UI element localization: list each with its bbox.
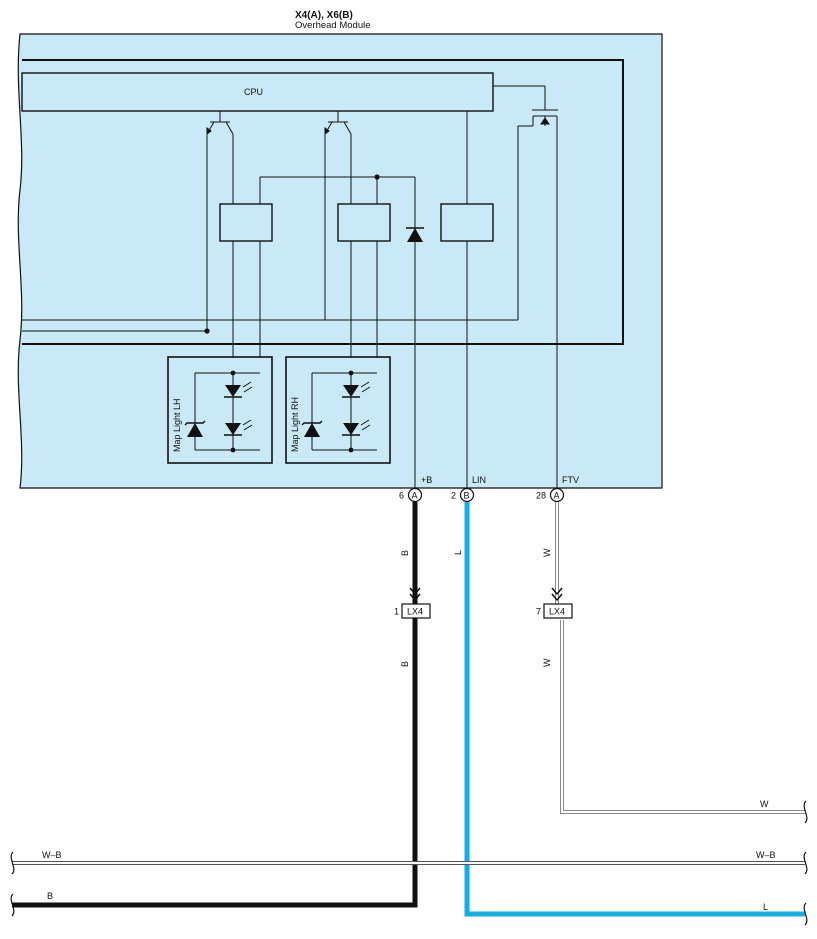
connector-title: X4(A), X6(B)	[295, 10, 353, 21]
zener-diode-icon	[184, 420, 206, 437]
pin-name-b-plus: +B	[421, 475, 432, 485]
pin-number-ftv: 28	[536, 491, 546, 501]
wire-ftv-lower-core	[561, 620, 805, 813]
module-name: Overhead Module	[295, 20, 371, 31]
svg-text:B: B	[464, 491, 470, 501]
inline-connector-left-name: LX4	[407, 607, 423, 617]
wire-label-b-lower: B	[400, 661, 410, 667]
cpu-label: CPU	[244, 87, 263, 97]
lin-transceiver-block	[440, 203, 494, 242]
internal-wiring	[22, 85, 558, 489]
junction-dot	[230, 370, 236, 376]
inline-connector-right: LX4	[543, 587, 573, 619]
inline-connector-right-pin: 7	[536, 607, 541, 617]
pin-number-b-plus: 6	[399, 491, 404, 501]
map-light-lh-circuit	[194, 372, 260, 451]
control-unit-frame	[22, 59, 624, 345]
transistor-left	[206, 111, 234, 331]
led-icon	[224, 381, 253, 398]
wire-label-bus-wb-left: W–B	[42, 850, 62, 860]
junction-dot	[348, 447, 354, 453]
led-icon	[342, 381, 371, 398]
led-icon	[342, 419, 371, 436]
wire-b	[12, 502, 418, 908]
svg-text:A: A	[412, 491, 418, 501]
inline-connector-right-name: LX4	[549, 607, 565, 617]
pin-circle-lin: B	[459, 487, 475, 503]
diode-b-plus	[406, 227, 424, 242]
wire-ftv-lower	[560, 620, 805, 814]
transistor-right	[324, 111, 352, 320]
map-light-rh-label: Map Light RH	[290, 397, 300, 452]
wire-label-ftv-lower: W	[542, 658, 552, 667]
map-light-rh-box	[285, 356, 391, 464]
map-light-lh-label: Map Light LH	[172, 398, 182, 452]
pin-number-lin: 2	[451, 491, 456, 501]
wire-lin	[464, 502, 805, 917]
wire-label-lin: L	[453, 550, 463, 555]
pin-name-ftv: FTV	[562, 475, 579, 485]
junction-dot	[204, 328, 210, 334]
map-light-lh-box	[167, 356, 273, 464]
junction-dot	[374, 174, 380, 180]
pin-circle-b-plus: A	[407, 487, 423, 503]
driver-block-left	[219, 203, 273, 242]
wire-label-ftv-upper: W	[542, 548, 552, 557]
junction-dot	[348, 370, 354, 376]
wire-label-bus-w: W	[760, 799, 769, 809]
cpu-block	[21, 72, 494, 112]
wire-break-icon	[10, 800, 808, 926]
wire-label-bus-wb-right: W–B	[756, 850, 776, 860]
inline-connector-left-pin: 1	[394, 607, 399, 617]
junction-dot	[230, 447, 236, 453]
inline-connector-left: LX4	[401, 587, 431, 619]
wire-label-bus-l: L	[763, 902, 768, 912]
wire-label-b-upper: B	[400, 550, 410, 556]
svg-text:A: A	[554, 491, 560, 501]
led-icon	[224, 419, 253, 436]
zener-diode-icon	[301, 420, 323, 437]
wire-label-bus-b: B	[47, 891, 53, 901]
driver-block-right	[337, 203, 391, 242]
pin-name-lin: LIN	[472, 475, 486, 485]
pin-circle-ftv: A	[549, 487, 565, 503]
